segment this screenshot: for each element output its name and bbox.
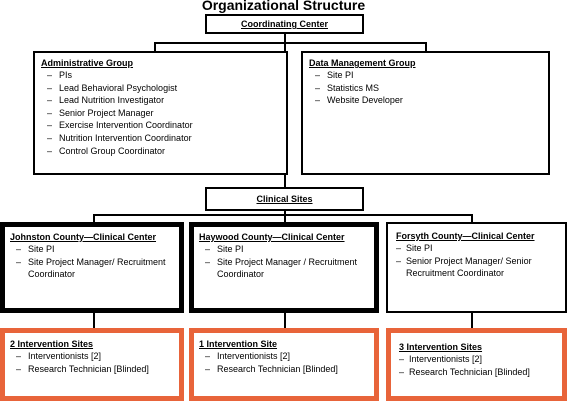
list-item: Research Technician [Blinded] (10, 363, 175, 376)
list-item: Website Developer (309, 94, 542, 107)
connector-admin-drop (154, 42, 156, 52)
list-item: Research Technician [Blinded] (399, 366, 558, 379)
list-item: Site PI (199, 243, 370, 256)
list-item: Lead Behavioral Psychologist (41, 82, 280, 95)
administrative-group-title: Administrative Group (41, 58, 134, 68)
page-title: Organizational Structure (201, 0, 366, 13)
intervention-list: Interventionists [2] Research Technician… (10, 350, 175, 375)
coordinating-center-label: Coordinating Center (241, 19, 328, 29)
list-item: Lead Nutrition Investigator (41, 94, 280, 107)
list-item: Senior Project Manager/ Senior Recruitme… (396, 255, 561, 280)
intervention-title: 1 Intervention Site (199, 339, 278, 349)
connector-clinical-drop (284, 210, 286, 222)
intervention-box-forsyth: 3 Intervention Sites Interventionists [2… (386, 328, 567, 401)
intervention-box-haywood: 1 Intervention Site Interventionists [2]… (189, 328, 379, 401)
connector-johnston-down (93, 312, 95, 329)
site-box-forsyth: Forsyth County—Clinical Center Site PI S… (386, 222, 567, 313)
data-management-group-box: Data Management Group Site PI Statistics… (301, 51, 550, 175)
list-item: Research Technician [Blinded] (199, 363, 370, 376)
list-item: Nutrition Intervention Coordinator (41, 132, 280, 145)
connector-haywood-down (284, 312, 286, 329)
clinical-sites-label: Clinical Sites (256, 194, 313, 204)
connector-top-bar (154, 42, 427, 44)
list-item: Senior Project Manager (41, 107, 280, 120)
data-management-group-list: Site PI Statistics MS Website Developer (309, 69, 542, 107)
administrative-group-list: PIs Lead Behavioral Psychologist Lead Nu… (41, 69, 280, 157)
list-item: Control Group Coordinator (41, 145, 280, 158)
site-box-haywood: Haywood County—Clinical Center Site PI S… (189, 222, 379, 313)
site-list: Site PI Senior Project Manager/ Senior R… (396, 242, 561, 280)
list-item: Site PI (10, 243, 175, 256)
intervention-box-johnston: 2 Intervention Sites Interventionists [2… (0, 328, 184, 401)
list-item: Site PI (309, 69, 542, 82)
connector-sites-bar (93, 214, 473, 216)
intervention-list: Interventionists [2] Research Technician… (199, 350, 370, 375)
site-box-johnston: Johnston County—Clinical Center Site PI … (0, 222, 184, 313)
clinical-sites-box: Clinical Sites (205, 187, 364, 211)
intervention-title: 3 Intervention Sites (399, 342, 483, 352)
list-item: Site Project Manager / Recruitment Coord… (199, 256, 370, 281)
intervention-list: Interventionists [2] Research Technician… (399, 353, 558, 378)
connector-site-left-drop (93, 214, 95, 224)
site-list: Site PI Site Project Manager / Recruitme… (199, 243, 370, 281)
site-title: Johnston County—Clinical Center (10, 232, 157, 242)
administrative-group-box: Administrative Group PIs Lead Behavioral… (33, 51, 288, 175)
list-item: Interventionists [2] (199, 350, 370, 363)
list-item: Statistics MS (309, 82, 542, 95)
connector-site-right-drop (471, 214, 473, 224)
connector-groups-to-clinical (284, 174, 286, 187)
connector-dm-drop (425, 42, 427, 52)
connector-forsyth-down (471, 312, 473, 329)
data-management-group-title: Data Management Group (309, 58, 416, 68)
site-list: Site PI Site Project Manager/ Recruitmen… (10, 243, 175, 281)
list-item: PIs (41, 69, 280, 82)
list-item: Site PI (396, 242, 561, 255)
list-item: Interventionists [2] (399, 353, 558, 366)
site-title: Forsyth County—Clinical Center (396, 231, 535, 241)
list-item: Exercise Intervention Coordinator (41, 119, 280, 132)
list-item: Interventionists [2] (10, 350, 175, 363)
coordinating-center-box: Coordinating Center (205, 14, 364, 34)
list-item: Site Project Manager/ Recruitment Coordi… (10, 256, 175, 281)
site-title: Haywood County—Clinical Center (199, 232, 345, 242)
intervention-title: 2 Intervention Sites (10, 339, 94, 349)
